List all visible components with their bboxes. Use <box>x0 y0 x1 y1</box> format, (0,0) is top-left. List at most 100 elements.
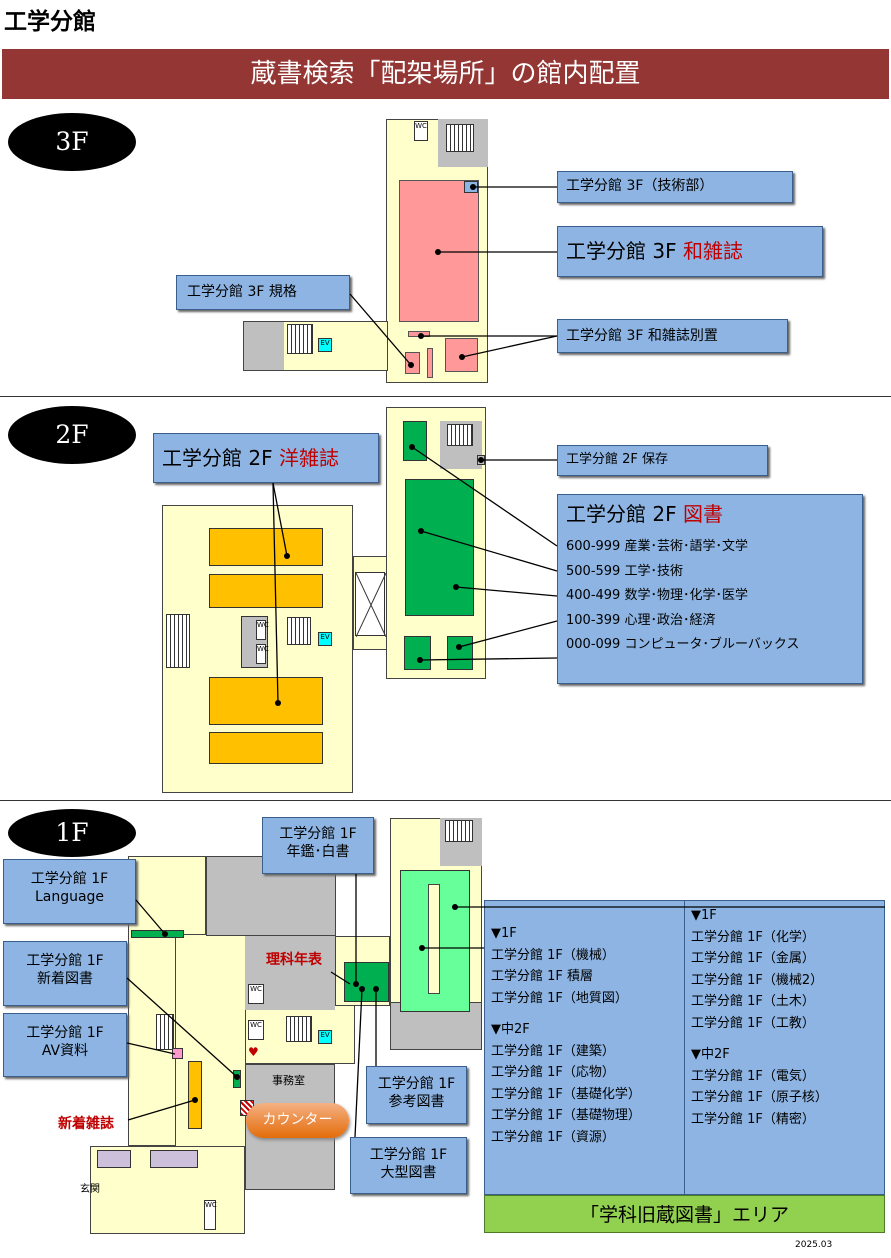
counter-pill: カウンター <box>246 1103 349 1138</box>
label-1f-rika-nenpyo: 理科年表 <box>266 952 322 968</box>
stairs-icon <box>286 1016 312 1042</box>
label-2f-range-0: 600-999 産業･芸術･語学･文学 <box>566 539 748 554</box>
gakka-col1-h2: ▼中2F <box>491 1022 530 1037</box>
label-2f-range-1: 500-599 工学･技術 <box>566 563 683 579</box>
gakka-col-2: ▼1F 工学分館 1F（化学） 工学分館 1F（金属） 工学分館 1F（機械2）… <box>691 905 881 1130</box>
wc-icon: WC <box>256 620 269 640</box>
label-genkan: 玄関 <box>80 1184 100 1195</box>
aed-icon: ♥ <box>248 1045 259 1059</box>
gakka-col1-item: 工学分館 1F（資源） <box>491 1129 615 1145</box>
floor-badge-3f: 3F <box>8 113 136 171</box>
label-2f-tosho: 工学分館 2F 図書 600-999 産業･芸術･語学･文学 500-599 工… <box>557 494 863 684</box>
label-3f-gijutsubu: 工学分館 3F（技術部） <box>557 171 793 203</box>
gakka-col1-h1: ▼1F <box>491 926 517 941</box>
label-jimushitsu: 事務室 <box>272 1074 305 1087</box>
wc-icon: WC <box>256 644 269 664</box>
label-1f-shinchaku-zasshi: 新着雑誌 <box>58 1116 114 1132</box>
gakka-col2-item: 工学分館 1F（工教） <box>691 1015 815 1031</box>
ev-icon: EV <box>318 1030 332 1044</box>
stairs-icon <box>166 614 190 668</box>
floor-1f-west-mid <box>175 934 247 1149</box>
shelf-1f-shinchaku <box>233 1070 241 1088</box>
shelf-1f-nenkan <box>344 962 389 1002</box>
ev-icon: EV <box>318 632 332 646</box>
gakka-col2-item: 工学分館 1F（原子核） <box>691 1090 828 1105</box>
label-2f-range-3: 100-399 心理･政治･経済 <box>566 612 716 628</box>
gakka-col1-item: 工学分館 1F 積層 <box>491 969 594 984</box>
floor-3f-gray-block <box>244 322 284 370</box>
shelf-3f-betsuchi-b <box>408 331 430 337</box>
shelf-2f-tosho-main <box>405 479 474 616</box>
wc-icon: WC <box>414 121 428 141</box>
shelf-1f-box-a <box>97 1150 131 1168</box>
shelf-1f-gakka-aisle <box>428 884 440 994</box>
shelf-2f-yozasshi-1 <box>209 528 323 566</box>
gakka-col-1: ▼1F 工学分館 1F（機械） 工学分館 1F 積層 工学分館 1F（地質図） … <box>491 923 681 1148</box>
label-3f-kikaku: 工学分館 3F 規格 <box>176 275 350 310</box>
label-2f-range-2: 400-499 数学･物理･化学･医学 <box>566 588 748 603</box>
label-2f-tosho-title: 工学分館 2F 図書 <box>566 502 723 526</box>
shelf-1f-language <box>131 930 184 938</box>
gakka-col1-item: 工学分館 1F（地質図） <box>491 990 628 1006</box>
stairs-icon <box>287 324 313 354</box>
gakka-col1-item: 工学分館 1F（応物） <box>491 1065 615 1080</box>
gakka-area-box: ▼1F 工学分館 1F（機械） 工学分館 1F 積層 工学分館 1F（地質図） … <box>484 900 885 1196</box>
gakka-col2-item: 工学分館 1F（化学） <box>691 929 815 945</box>
label-2f-range-4: 000-099 コンピュータ･ブルーバックス <box>566 637 800 652</box>
page-title: 工学分館 <box>4 9 96 35</box>
banner-title: 蔵書検索「配架場所」の館内配置 <box>2 49 889 99</box>
floor-badge-1f: 1F <box>8 809 136 857</box>
shelf-1f-shinchaku-zasshi <box>188 1061 202 1129</box>
gakka-col2-item: 工学分館 1F（精密） <box>691 1111 815 1127</box>
gakka-col1-item: 工学分館 1F（基礎物理） <box>491 1108 641 1123</box>
divider-3f-2f <box>0 396 891 397</box>
gakka-divider <box>684 901 685 1196</box>
label-3f-betsuchi: 工学分館 3F 和雑誌別置 <box>557 319 788 353</box>
gakka-col1-item: 工学分館 1F（機械） <box>491 947 615 963</box>
wc-icon: WC <box>204 1200 217 1230</box>
stairs-icon <box>447 424 473 446</box>
divider-2f-1f <box>0 800 891 801</box>
shelf-2f-tosho-a <box>404 636 431 670</box>
ev-icon: EV <box>318 338 332 352</box>
shelf-3f-narrow <box>427 348 433 378</box>
shelf-2f-yozasshi-2 <box>209 574 323 608</box>
gakka-col1-item: 工学分館 1F（建築） <box>491 1043 615 1059</box>
shelf-1f-box-b <box>150 1150 198 1168</box>
shelf-2f-hozon-a <box>403 421 427 461</box>
gakka-col2-item: 工学分館 1F（電気） <box>691 1068 815 1084</box>
stairs-icon <box>446 124 474 152</box>
stairs-icon <box>287 617 311 645</box>
void-2f <box>355 572 386 637</box>
date-stamp: 2025.03 <box>795 1240 833 1250</box>
shelf-3f-wazasshi <box>399 180 479 322</box>
floor-1f-entrance <box>90 1146 245 1234</box>
shelf-2f-yozasshi-4 <box>209 732 323 764</box>
shelf-3f-gijutsubu <box>464 181 478 193</box>
floor-badge-2f: 2F <box>8 406 136 464</box>
label-2f-hozon: 工学分館 2F 保存 <box>557 445 768 476</box>
shelf-3f-kikaku <box>405 352 420 374</box>
shelf-2f-hozon <box>477 455 485 465</box>
gakka-col2-h2: ▼中2F <box>691 1047 730 1062</box>
stairs-icon <box>445 820 473 842</box>
stairs-icon <box>156 1014 174 1050</box>
gakka-col2-item: 工学分館 1F（機械2） <box>691 972 824 988</box>
gakka-col2-item: 工学分館 1F（金属） <box>691 951 815 966</box>
label-2f-yozasshi: 工学分館 2F 洋雑誌 <box>153 433 379 483</box>
gakka-area-footer: 「学科旧蔵図書」エリア <box>484 1195 885 1233</box>
wc-icon: WC <box>248 1020 264 1040</box>
gakka-col2-h1: ▼1F <box>691 908 717 923</box>
shelf-1f-av <box>172 1048 183 1059</box>
shelf-2f-tosho-b <box>447 636 473 670</box>
gakka-col1-item: 工学分館 1F（基礎化学） <box>491 1086 641 1102</box>
label-3f-wazasshi: 工学分館 3F 和雑誌 <box>557 226 823 277</box>
gakka-col2-item: 工学分館 1F（土木） <box>691 994 815 1009</box>
wc-icon: WC <box>248 984 264 1004</box>
